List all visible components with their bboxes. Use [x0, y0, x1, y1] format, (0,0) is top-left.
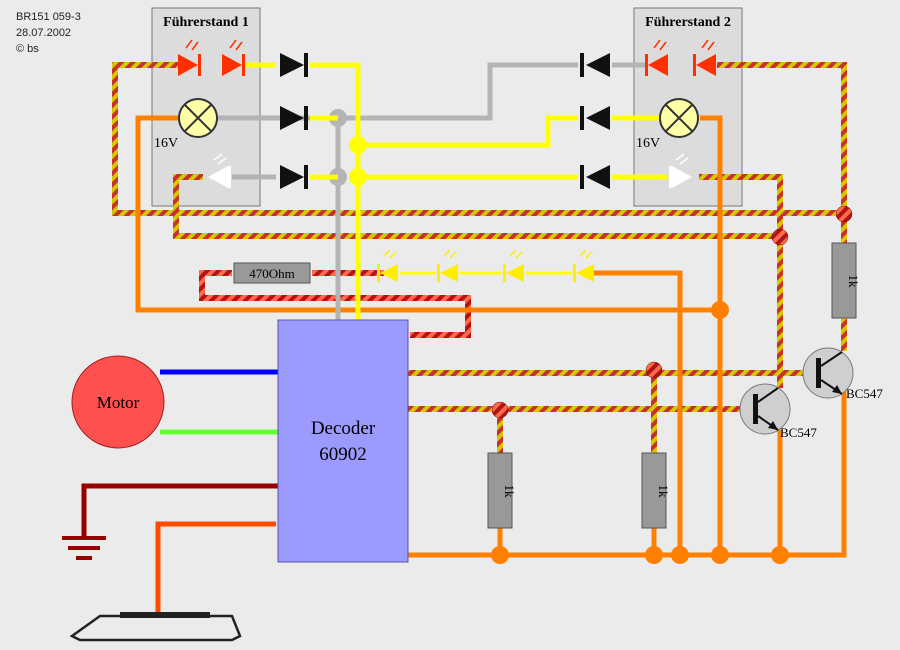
transistor-1-label: BC547	[780, 425, 817, 440]
wire-470ohm-loop	[199, 270, 471, 338]
junction-dots-striped	[491, 205, 853, 419]
transistor-1: BC547	[739, 383, 817, 440]
wire-cab-white-leds	[173, 174, 783, 239]
wire-cab-red-leds	[112, 62, 847, 216]
header-line-3: © bs	[16, 43, 39, 55]
white-led-cab2	[669, 153, 692, 188]
junction-dots-yellow	[349, 136, 367, 186]
red-led-3	[645, 39, 668, 76]
resistor-470ohm-label: 470Ohm	[249, 266, 295, 281]
motor: Motor	[71, 355, 165, 449]
decoder-label-line1: Decoder	[311, 418, 376, 439]
resistor-1k-b: 1k	[641, 452, 671, 529]
yellow-led-2	[437, 249, 458, 282]
lamp-cab2	[659, 98, 699, 138]
wire-led-return	[590, 270, 683, 555]
cab-2-lamp-voltage: 16V	[636, 136, 660, 151]
wire-yellow-trunk	[310, 62, 361, 320]
red-leds-cab2	[645, 39, 716, 76]
red-led-2	[222, 39, 245, 76]
diode-5	[580, 106, 610, 130]
cab-2-title: Führerstand 2	[645, 15, 731, 30]
red-led-4	[693, 39, 716, 76]
junction-dots-orange	[491, 301, 789, 564]
red-led-1	[178, 39, 201, 76]
resistor-470ohm: 470Ohm	[233, 262, 311, 284]
yellow-wires	[246, 62, 668, 320]
yellow-leds	[377, 249, 594, 282]
red-leds-cab1	[178, 39, 245, 76]
lamp-cab1	[178, 98, 218, 138]
diode-4	[580, 53, 610, 77]
header-text: BR151 059-3 28.07.2002 © bs	[16, 11, 81, 55]
header-line-2: 28.07.2002	[16, 27, 71, 39]
transistor-2-label: BC547	[846, 386, 883, 401]
wire-cab2-lamp	[700, 115, 723, 555]
wire-cab1-lamp	[135, 115, 720, 313]
ground-symbol	[62, 483, 278, 560]
wire-common-bottom	[408, 390, 847, 558]
orange-wires	[135, 115, 847, 590]
yellow-led-1	[377, 249, 398, 282]
cab-1-title: Führerstand 1	[163, 15, 249, 30]
diode-3	[280, 165, 308, 189]
resistor-1k-c: 1k	[831, 242, 861, 319]
yellow-led-3	[503, 249, 524, 282]
diode-6	[580, 165, 610, 189]
resistor-1k-a: 1k	[487, 452, 517, 529]
resistor-1k-c-label: 1k	[846, 275, 861, 289]
wire-grey-top	[212, 62, 578, 121]
decoder: Decoder 60902	[277, 319, 409, 563]
grey-wires	[212, 62, 646, 320]
diode-1	[280, 53, 308, 77]
transistor-2: BC547	[802, 347, 883, 401]
wire-decoder-rail	[155, 521, 276, 590]
header-line-1: BR151 059-3	[16, 11, 81, 23]
cab-1-lamp-voltage: 16V	[154, 136, 178, 151]
wire-yellow-cab2-lamp	[358, 115, 578, 148]
white-led-cab1	[208, 153, 231, 188]
diodes	[280, 53, 610, 189]
decoder-label-line2: 60902	[319, 444, 367, 465]
yellow-led-4	[573, 249, 594, 282]
motor-label: Motor	[97, 393, 140, 412]
resistor-1k-b-label: 1k	[656, 485, 671, 499]
pickup-shoe	[69, 590, 242, 642]
diode-2	[280, 106, 308, 130]
resistor-1k-a-label: 1k	[502, 485, 517, 499]
